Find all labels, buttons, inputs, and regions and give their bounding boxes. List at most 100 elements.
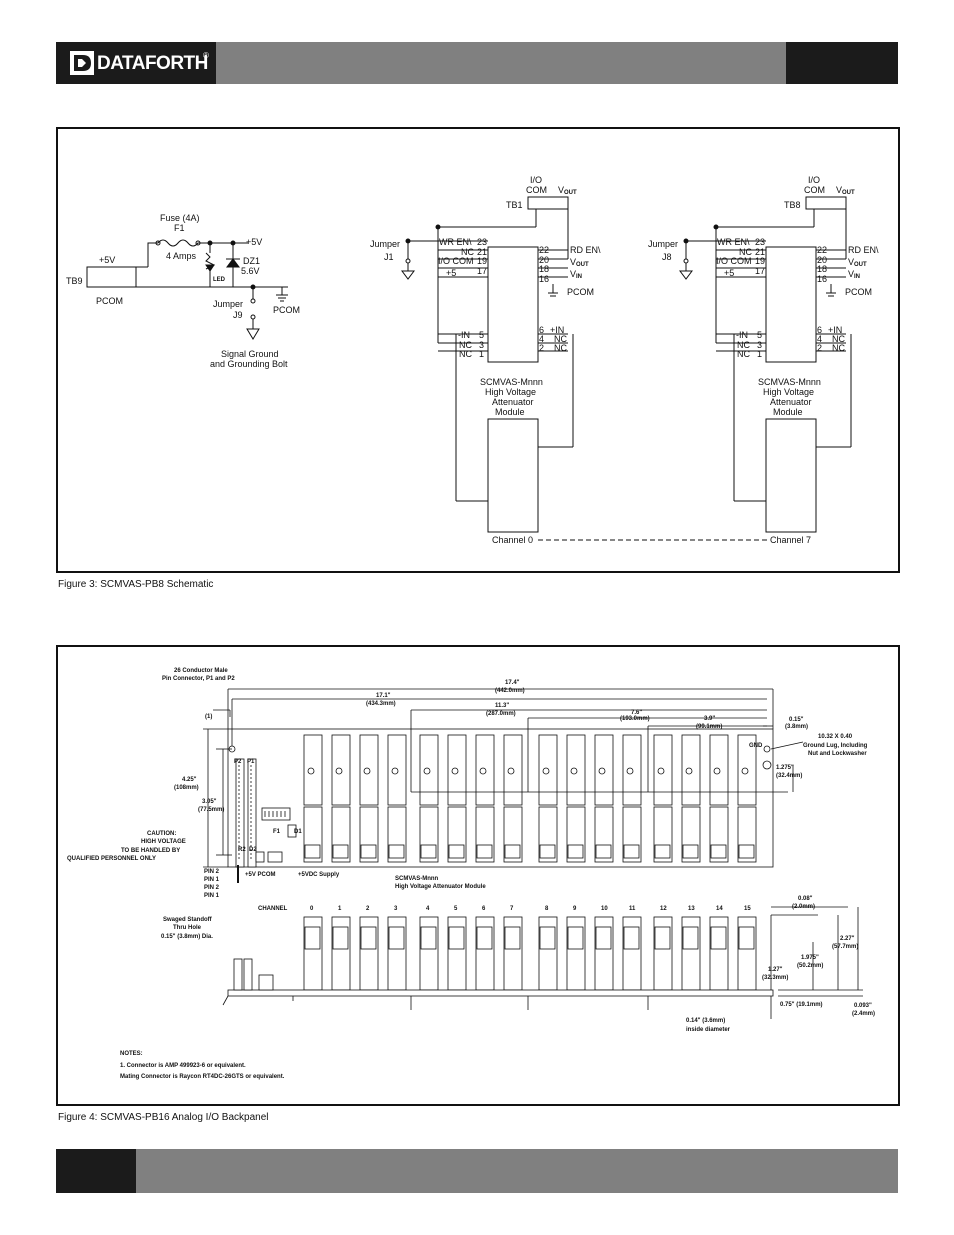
figure4-caption: Figure 4: SCMVAS-PB16 Analog I/O Backpan…: [58, 1112, 269, 1123]
svg-text:V: V: [848, 257, 854, 267]
plus5v-right: +5V: [246, 237, 262, 247]
channel-7-labels: I/O COM V OUT TB8 Jumper J8 WR EN\ NC I/…: [648, 175, 879, 545]
channel-number: 4: [426, 906, 430, 912]
pcom-left: PCOM: [96, 296, 123, 306]
svg-text:TB1: TB1: [506, 200, 523, 210]
svg-text:I/O COM: I/O COM: [716, 256, 752, 266]
channel-number: 8: [545, 906, 549, 912]
svg-text:6: 6: [817, 325, 822, 335]
svg-text:(193.0mm): (193.0mm): [620, 716, 650, 722]
svg-text:V: V: [836, 185, 842, 195]
channel-number: 15: [744, 906, 751, 912]
svg-text:NC: NC: [737, 340, 750, 350]
module-slot: [387, 734, 407, 863]
svg-text:23: 23: [477, 237, 487, 247]
module-slot: [359, 734, 379, 863]
svg-text:Ground Lug, Including: Ground Lug, Including: [803, 743, 868, 749]
svg-text:(2.4mm): (2.4mm): [852, 1011, 875, 1017]
svg-text:11.3": 11.3": [495, 703, 509, 709]
svg-text:2.27": 2.27": [840, 936, 855, 942]
svg-text:2: 2: [539, 343, 544, 353]
j9-jumper-label: Jumper: [213, 299, 243, 309]
note-1: 1. Connector is AMP 499923-6 or equivale…: [120, 1063, 246, 1069]
svg-text:V: V: [570, 269, 576, 279]
module-side-tab: [420, 926, 437, 950]
svg-text:16: 16: [817, 274, 827, 284]
svg-text:-IN: -IN: [736, 330, 748, 340]
svg-text:NC: NC: [554, 334, 567, 344]
svg-text:NC: NC: [459, 349, 472, 359]
svg-text:Swaged Standoff: Swaged Standoff: [163, 917, 213, 923]
module-slot: [737, 734, 757, 863]
module-slot: [419, 734, 439, 863]
note-2: Mating Connector is Raycon RT4DC-26GTS o…: [120, 1074, 285, 1080]
module-slot: [594, 734, 614, 863]
svg-text:+5: +5: [724, 268, 734, 278]
svg-text:18: 18: [539, 264, 549, 274]
module-slot: [447, 734, 467, 863]
svg-text:20: 20: [817, 255, 827, 265]
module-slots-top: [303, 734, 757, 863]
svg-text:17.1": 17.1": [376, 693, 391, 699]
svg-text:NC: NC: [832, 343, 845, 353]
svg-text:(99.1mm): (99.1mm): [696, 724, 722, 730]
svg-text:+5: +5: [446, 268, 456, 278]
module-side-tab: [738, 926, 755, 950]
svg-text:0.15": 0.15": [789, 717, 804, 723]
svg-text:(434.3mm): (434.3mm): [366, 701, 396, 707]
svg-text:17: 17: [755, 266, 765, 276]
figure3-schematic: Fuse (4A) F1 4 Amps +5V +5V LED DZ1 5.6V…: [66, 175, 879, 545]
svg-text:Module: Module: [495, 407, 525, 417]
channel-number: 9: [573, 906, 577, 912]
channel-number: 12: [660, 906, 667, 912]
module-slot: [475, 734, 495, 863]
svg-text:2: 2: [817, 343, 822, 353]
channel-7-label: Channel 7: [770, 535, 811, 545]
svg-text:(32.3mm): (32.3mm): [762, 975, 788, 981]
footer-bar: [136, 1149, 898, 1193]
svg-text:22: 22: [817, 245, 827, 255]
svg-text:3: 3: [757, 340, 762, 350]
figure4-backpanel: 26 Conductor Male Pin Connector, P1 and …: [67, 668, 875, 1080]
module-side-tab: [623, 926, 640, 950]
svg-text:1.275": 1.275": [776, 765, 794, 771]
svg-text:P2: P2: [234, 759, 242, 765]
svg-text:inside diameter: inside diameter: [686, 1027, 731, 1033]
plus5v-left: +5V: [99, 255, 115, 265]
svg-text:RD EN\: RD EN\: [570, 245, 601, 255]
power-section: [86, 239, 288, 340]
svg-text:5: 5: [479, 330, 484, 340]
header-right-block: [786, 42, 898, 84]
svg-text:SCMVAS-Mnnn: SCMVAS-Mnnn: [758, 377, 821, 387]
figure3-frame: Fuse (4A) F1 4 Amps +5V +5V LED DZ1 5.6V…: [56, 127, 900, 573]
module-slot: [538, 734, 558, 863]
channel-number: 5: [454, 906, 458, 912]
footer-left-block: [56, 1149, 136, 1193]
channel-number: 14: [716, 906, 723, 912]
svg-text:3: 3: [479, 340, 484, 350]
svg-text:19: 19: [755, 256, 765, 266]
svg-text:RD EN\: RD EN\: [848, 245, 879, 255]
zener-value: 5.6V: [241, 266, 260, 276]
module-slot: [709, 734, 729, 863]
svg-text:OUT: OUT: [576, 262, 589, 268]
svg-text:4: 4: [817, 334, 822, 344]
svg-text:17: 17: [477, 266, 487, 276]
svg-text:20: 20: [539, 255, 549, 265]
module-side-tab: [332, 926, 349, 950]
svg-text:3.9": 3.9": [704, 716, 715, 722]
svg-text:+5V PCOM: +5V PCOM: [245, 872, 276, 878]
channel-7-block: [679, 196, 852, 533]
module-side-tab: [710, 926, 727, 950]
registered-mark: ®: [203, 51, 209, 60]
svg-text:6: 6: [539, 325, 544, 335]
module-side-tab: [304, 926, 321, 950]
channel-number: 0: [310, 906, 314, 912]
svg-text:COM: COM: [804, 185, 825, 195]
module-side-tab: [595, 926, 612, 950]
svg-text:1.27": 1.27": [768, 967, 783, 973]
svg-text:1: 1: [479, 349, 484, 359]
module-slots-side: [303, 916, 757, 991]
svg-text:CHANNEL: CHANNEL: [258, 906, 288, 912]
